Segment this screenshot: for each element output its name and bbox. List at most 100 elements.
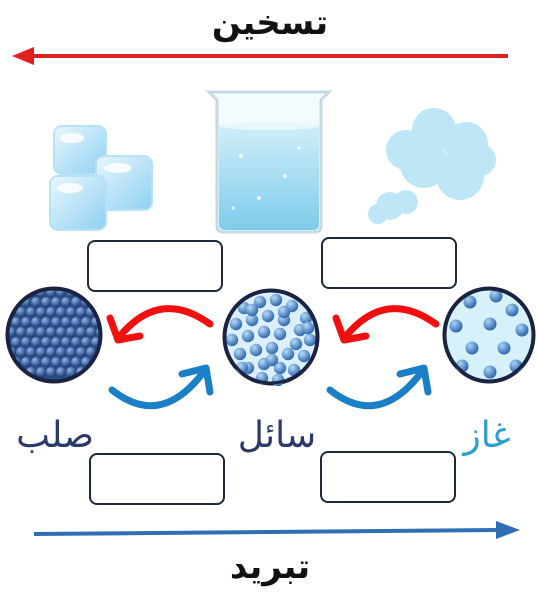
liquid-particle	[265, 341, 279, 355]
solid-particle	[11, 317, 21, 327]
gas-particles	[442, 286, 536, 384]
gas-particle	[483, 365, 497, 379]
solid-particle	[11, 337, 21, 347]
solid-particle	[41, 297, 51, 307]
solid-particle	[31, 297, 41, 307]
solid-particle	[26, 327, 36, 337]
liquid-particle	[253, 295, 267, 309]
solid-particle	[51, 317, 61, 327]
cooling-label: تبريد	[229, 547, 311, 587]
solid-particle	[96, 367, 99, 377]
liquid-particle	[249, 343, 263, 357]
solid-particle	[9, 367, 16, 377]
answer-box-top-left[interactable]	[87, 240, 223, 292]
solid-particle	[26, 307, 36, 317]
solid-particle	[41, 337, 51, 347]
answer-box-bottom-right[interactable]	[320, 451, 456, 503]
answer-box-top-right[interactable]	[321, 237, 457, 289]
solid-particle	[76, 347, 86, 357]
liquid-particle	[273, 327, 287, 341]
liquid-particle	[281, 347, 295, 361]
liquid-particle	[241, 329, 255, 343]
solid-particle	[86, 347, 96, 357]
solid-particle	[71, 357, 81, 367]
solid-particle	[46, 327, 56, 337]
gas-particle	[505, 303, 519, 317]
solid-particle	[71, 297, 81, 307]
liquid-particle	[257, 325, 271, 339]
solid-particle	[26, 347, 36, 357]
liquid-particle	[299, 311, 313, 325]
solid-particle	[21, 337, 31, 347]
gas-particle	[515, 323, 529, 337]
solid-particle	[41, 317, 51, 327]
ice-cubes-icon	[49, 125, 153, 231]
heating-arrow-liquid-to-solid	[106, 305, 214, 344]
solid-particle	[36, 367, 46, 377]
solid-particle	[61, 317, 71, 327]
solid-particle	[81, 337, 91, 347]
solid-particle	[46, 367, 56, 377]
liquid-particle	[301, 321, 315, 335]
solid-particle	[16, 347, 26, 357]
solid-particle	[56, 367, 66, 377]
solid-particle	[36, 347, 46, 357]
gas-particle	[465, 341, 479, 355]
solid-particle	[31, 357, 41, 367]
liquid-particle	[225, 333, 239, 347]
solid-particle	[9, 327, 16, 337]
solid-particle	[56, 307, 66, 317]
liquid-particle	[289, 337, 303, 351]
answer-box-bottom-left[interactable]	[89, 453, 225, 505]
solid-particle	[56, 290, 66, 297]
solid-particles	[5, 286, 103, 384]
liquid-particle	[273, 361, 287, 375]
liquid-particle	[287, 363, 301, 377]
solid-particle	[21, 317, 31, 327]
solid-particle	[66, 347, 76, 357]
solid-particle	[16, 290, 26, 297]
water-beaker-icon	[205, 90, 333, 234]
liquid-particle	[245, 313, 259, 327]
solid-particle	[41, 357, 51, 367]
state-label-gas: غاز	[463, 415, 511, 456]
heating-label: تسخين	[211, 3, 329, 43]
solid-particle	[66, 307, 76, 317]
solid-particle	[81, 317, 91, 327]
solid-particle	[31, 317, 41, 327]
liquid-particle	[277, 305, 291, 319]
liquid-particles	[222, 288, 320, 386]
solid-particle	[16, 307, 26, 317]
liquid-particle	[229, 317, 243, 331]
cooling-arrow-liquid-to-gas	[326, 364, 432, 410]
cloud-icon	[368, 108, 496, 224]
solid-particle	[51, 297, 61, 307]
solid-particle	[21, 357, 31, 367]
liquid-particle	[265, 353, 279, 367]
cooling-arrow-solid-to-liquid	[108, 364, 214, 410]
solid-particle	[9, 290, 16, 297]
solid-particle	[76, 307, 86, 317]
liquid-particle	[303, 333, 317, 347]
solid-particle	[56, 347, 66, 357]
solid-particle	[51, 357, 61, 367]
solid-particle	[61, 297, 71, 307]
state-label-liquid: سائل	[237, 415, 317, 456]
cooling-arrow	[34, 521, 520, 539]
heating-arrow-gas-to-liquid	[332, 305, 440, 344]
solid-particle	[71, 337, 81, 347]
liquid-particle	[297, 349, 311, 363]
gas-particle	[489, 289, 503, 303]
solid-particle	[86, 327, 96, 337]
heating-arrow	[12, 47, 508, 65]
solid-particle	[46, 307, 56, 317]
solid-particle	[31, 337, 41, 347]
solid-particle	[61, 337, 71, 347]
solid-particle	[36, 327, 46, 337]
solid-particle	[66, 327, 76, 337]
solid-particle	[16, 327, 26, 337]
gas-particle	[483, 317, 497, 331]
liquid-particle	[269, 293, 283, 307]
solid-particle	[76, 327, 86, 337]
solid-particle	[56, 327, 66, 337]
